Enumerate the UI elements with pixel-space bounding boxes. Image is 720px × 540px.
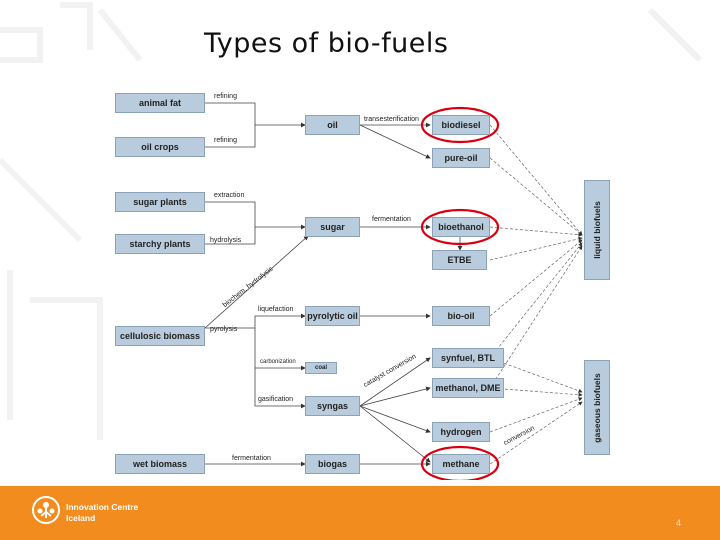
footer-bar (0, 486, 720, 540)
label-transesterification: transesterification (364, 116, 419, 123)
page-number: 4 (676, 518, 682, 528)
label-refining-2: refining (214, 137, 237, 144)
category-gaseous-biofuels: gaseous biofuels (584, 360, 610, 455)
product-bioethanol: bioethanol (432, 217, 490, 237)
intermediate-syngas: syngas (305, 396, 360, 416)
label-fermentation-2: fermentation (232, 455, 271, 462)
innovation-centre-logo-icon (32, 496, 60, 524)
category-liquid-label: liquid biofuels (592, 201, 602, 259)
background-decoration (0, 2, 703, 440)
org-name-line1: Innovation Centre (66, 502, 139, 512)
org-name: Innovation Centre Iceland (66, 502, 138, 524)
label-fermentation-1: fermentation (372, 216, 411, 223)
diagram-connectors (204, 102, 583, 480)
source-sugar-plants: sugar plants (115, 192, 205, 212)
category-liquid-biofuels: liquid biofuels (584, 180, 610, 280)
label-carbonization: carbonization (260, 359, 296, 365)
org-name-line2: Iceland (66, 513, 96, 523)
intermediate-oil: oil (305, 115, 360, 135)
source-oil-crops: oil crops (115, 137, 205, 157)
biofuels-diagram: animal fat oil crops sugar plants starch… (110, 80, 620, 480)
product-methanol-dme: methanol, DME (432, 378, 504, 398)
label-extraction: extraction (214, 192, 245, 199)
label-pyrolysis: pyrolysis (210, 326, 238, 333)
source-wet-biomass: wet biomass (115, 454, 205, 474)
product-biodiesel: biodiesel (432, 115, 490, 135)
slide-title: Types of bio-fuels (204, 28, 449, 59)
product-pure-oil: pure-oil (432, 148, 490, 168)
source-cellulosic-biomass: cellulosic biomass (115, 326, 205, 346)
product-methane: methane (432, 454, 490, 474)
product-hydrogen: hydrogen (432, 422, 490, 442)
product-bio-oil: bio-oil (432, 306, 490, 326)
product-synfuel-btl: synfuel, BTL (432, 348, 504, 368)
source-animal-fat: animal fat (115, 93, 205, 113)
label-hydrolysis: hydrolysis (210, 237, 242, 244)
intermediate-coal: coal (305, 362, 337, 374)
product-etbe: ETBE (432, 250, 487, 270)
intermediate-sugar: sugar (305, 217, 360, 237)
intermediate-biogas: biogas (305, 454, 360, 474)
label-gasification: gasification (258, 396, 294, 403)
category-gaseous-label: gaseous biofuels (592, 372, 602, 443)
label-liquefaction: liquefaction (258, 306, 294, 313)
label-refining-1: refining (214, 93, 237, 100)
source-starchy-plants: starchy plants (115, 234, 205, 254)
intermediate-pyrolytic-oil: pyrolytic oil (305, 306, 360, 326)
